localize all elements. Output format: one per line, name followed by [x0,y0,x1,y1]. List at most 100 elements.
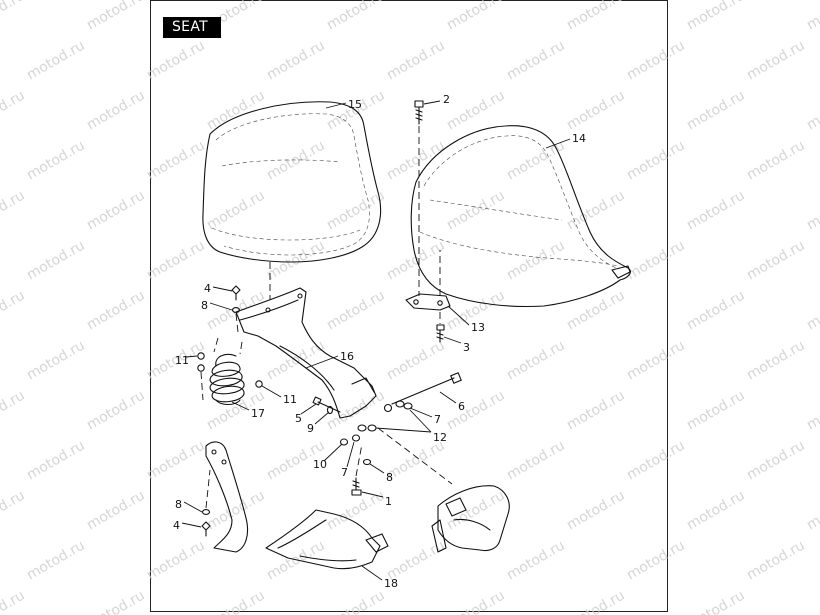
part-2-bolt [414,100,424,125]
fender-mount-bracket [431,485,510,553]
watermark-text: motod.ru [804,0,820,33]
watermark-text: motod.ru [504,137,568,183]
watermark-text: motod.ru [564,587,628,615]
watermark-text: motod.ru [444,187,508,233]
watermark-text: motod.ru [144,537,208,583]
callout-c18: 18 [384,577,398,590]
watermark-text: motod.ru [504,37,568,83]
callout-c4a: 4 [204,282,211,295]
watermark-text: motod.ru [24,337,88,383]
watermark-text: motod.ru [624,437,688,483]
callout-c1: 1 [385,495,392,508]
part-12-spacer-upper [395,400,413,410]
watermark-text: motod.ru [324,387,388,433]
watermark-text: motod.ru [84,387,148,433]
part-13-bracket [405,293,451,311]
callout-c14: 14 [572,132,586,145]
callout-c7a: 7 [434,413,441,426]
watermark-text: motod.ru [624,337,688,383]
part-12-spacer-lower [357,424,377,432]
watermark-text: motod.ru [0,87,28,133]
watermark-text: motod.ru [624,37,688,83]
callout-c9: 9 [307,422,314,435]
callout-c11a: 11 [175,354,189,367]
watermark-text: motod.ru [504,237,568,283]
watermark-text: motod.ru [684,187,748,233]
callout-c2: 2 [443,93,450,106]
watermark-text: motod.ru [684,587,748,615]
watermark-text: motod.ru [84,87,148,133]
watermark-text: motod.ru [144,237,208,283]
watermark-text: motod.ru [384,337,448,383]
watermark-text: motod.ru [0,487,28,533]
watermark-text: motod.ru [24,137,88,183]
alignment-line-bolt-4-upper [235,313,239,333]
part-4-bolt-lower [201,521,211,537]
part-11-nut-upper [197,352,205,401]
watermark-text: motod.ru [624,537,688,583]
watermark-text: motod.ru [684,487,748,533]
part-11-nut-lower [255,380,263,388]
watermark-text: motod.ru [684,0,748,33]
callout-c5: 5 [295,412,302,425]
part-10-washer [339,438,349,446]
callout-c17: 17 [251,407,265,420]
callout-c8c: 8 [175,498,182,511]
watermark-text: motod.ru [324,487,388,533]
watermark-text: motod.ru [804,87,820,133]
watermark-text: motod.ru [144,37,208,83]
watermark-text: motod.ru [564,387,628,433]
part-14-dual-seat [410,125,631,308]
watermark-text: motod.ru [204,587,268,615]
part-17-spring [209,337,245,406]
part-18-cover [265,509,389,570]
watermark-text: motod.ru [0,287,28,333]
watermark-text: motod.ru [504,537,568,583]
watermark-text: motod.ru [324,587,388,615]
callout-c12: 12 [433,431,447,444]
callout-c13: 13 [471,321,485,334]
leader-lines [181,100,571,581]
part-6-long-bolt [391,372,462,405]
part-7-nut-lower [351,434,361,442]
callout-c15: 15 [348,98,362,111]
watermark-text: motod.ru [384,137,448,183]
watermark-text: motod.ru [264,537,328,583]
watermark-text: motod.ru [84,287,148,333]
watermark-text: motod.ru [624,137,688,183]
watermark-text: motod.ru [444,487,508,533]
alignment-line-bolt-4-lower [205,469,211,509]
watermark-text: motod.ru [384,437,448,483]
watermark-text: motod.ru [804,187,820,233]
watermark-text: motod.ru [564,487,628,533]
watermark-text: motod.ru [444,587,508,615]
support-strut [205,441,249,553]
watermark-text: motod.ru [624,237,688,283]
watermark-text: motod.ru [0,0,28,33]
watermark-text: motod.ru [144,137,208,183]
watermark-text: motod.ru [504,337,568,383]
alignment-line-fender [377,427,453,485]
watermark-text: motod.ru [744,237,808,283]
callout-c8a: 8 [201,299,208,312]
watermark-text: motod.ru [84,0,148,33]
part-7-nut-upper [383,403,393,413]
watermark-text: motod.ru [204,487,268,533]
part-16-seat-frame [235,287,377,419]
watermark-text: motod.ru [144,437,208,483]
watermark-text: motod.ru [0,387,28,433]
watermark-text: motod.ru [564,287,628,333]
watermark-text: motod.ru [564,87,628,133]
callout-c3: 3 [463,341,470,354]
alignment-line-bolt-1 [355,443,363,477]
callout-c6: 6 [458,400,465,413]
watermark-text: motod.ru [744,537,808,583]
callout-c7b: 7 [341,466,348,479]
section-title-badge: SEAT [163,17,221,38]
part-4-bolt-upper [231,285,241,301]
watermark-text: motod.ru [684,287,748,333]
watermark-text: motod.ru [504,437,568,483]
callout-c10: 10 [313,458,327,471]
